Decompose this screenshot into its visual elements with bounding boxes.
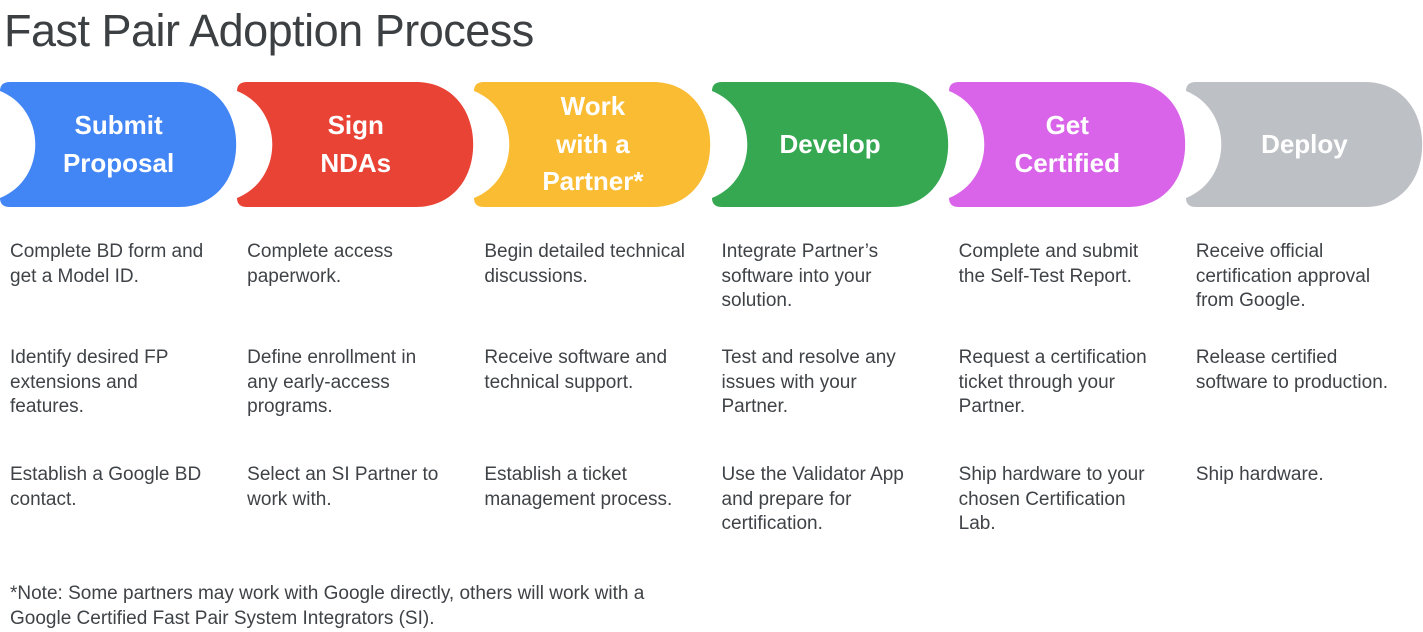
step-get-certified-1: Complete and submit the Self-Test Report…	[958, 241, 1139, 287]
stage-shape-arrow	[948, 82, 1185, 207]
stage-steps-grid: Complete BD form and get a Model ID. Com…	[0, 240, 1423, 537]
step-get-certified-2: Request a certification ticket through y…	[958, 347, 1147, 417]
stage-deploy: Deploy	[1185, 82, 1423, 207]
step-develop-2: Test and resolve any issues with your Pa…	[721, 347, 896, 417]
stage-shape-arrow	[474, 82, 711, 207]
step-develop-1: Integrate Partner’s software into your s…	[721, 241, 879, 311]
step-sign-ndas-2: Define enrollment in any early-access pr…	[247, 347, 417, 417]
stage-submit-proposal: Submit Proposal	[0, 82, 237, 207]
stage-sign-ndas: Sign NDAs	[237, 82, 474, 207]
stage-shape-arrow	[237, 82, 474, 207]
step-work-with-a-partner-1: Begin detailed technical discussions.	[484, 241, 686, 287]
step-develop-3: Use the Validator App and prepare for ce…	[721, 464, 904, 534]
step-deploy-2: Release certified software to production…	[1195, 347, 1389, 393]
step-sign-ndas-1: Complete access paperwork.	[247, 241, 393, 287]
stage-shape-arrow	[711, 82, 948, 207]
step-deploy-1: Receive official certification approval …	[1195, 241, 1371, 311]
step-get-certified-3: Ship hardware to your chosen Certificati…	[958, 464, 1145, 534]
stage-shape-arrow	[1185, 82, 1422, 207]
step-submit-proposal-1: Complete BD form and get a Model ID.	[10, 241, 204, 287]
step-work-with-a-partner-3: Establish a ticket management process.	[484, 464, 673, 510]
page-title: Fast Pair Adoption Process	[4, 5, 534, 56]
stage-get-certified: Get Certified	[948, 82, 1186, 207]
stage-work-with-a-partner: Work with a Partner*	[474, 82, 711, 207]
step-submit-proposal-3: Establish a Google BD contact.	[10, 464, 202, 510]
step-deploy-3: Ship hardware.	[1195, 464, 1324, 485]
stage-develop: Develop	[711, 82, 949, 207]
step-submit-proposal-2: Identify desired FP extensions and featu…	[10, 347, 169, 417]
step-work-with-a-partner-2: Receive software and technical support.	[484, 347, 668, 393]
footnote: *Note: Some partners may work with Googl…	[10, 582, 645, 629]
step-sign-ndas-3: Select an SI Partner to work with.	[247, 464, 439, 510]
stage-shape-arrow	[0, 82, 237, 207]
process-stages-row: Submit Proposal Sign NDAs Work with a Pa…	[0, 82, 1423, 207]
